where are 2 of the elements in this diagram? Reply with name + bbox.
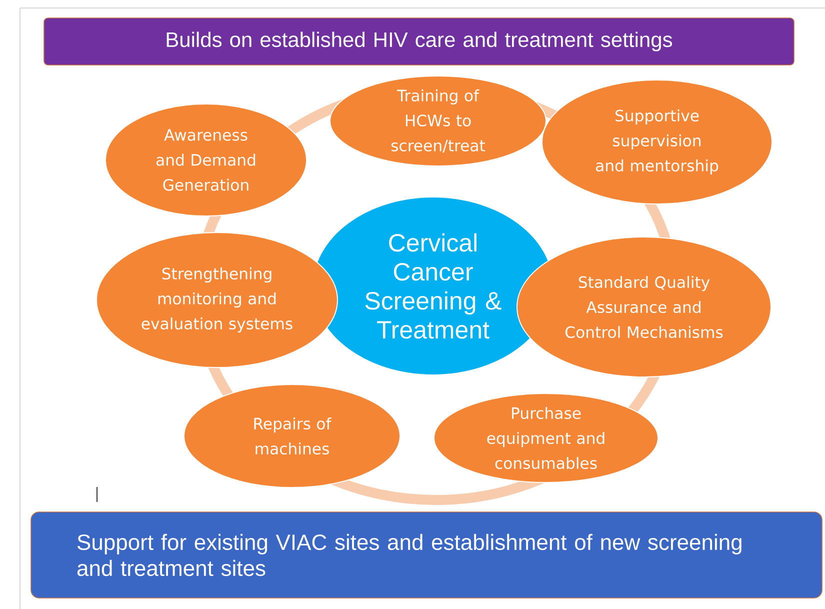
footer-banner: Support for existing VIAC sites and establishment of new screening and treatment sites [30, 512, 822, 598]
heading-banner: Builds on established HIV care and treatment settings [44, 18, 794, 66]
